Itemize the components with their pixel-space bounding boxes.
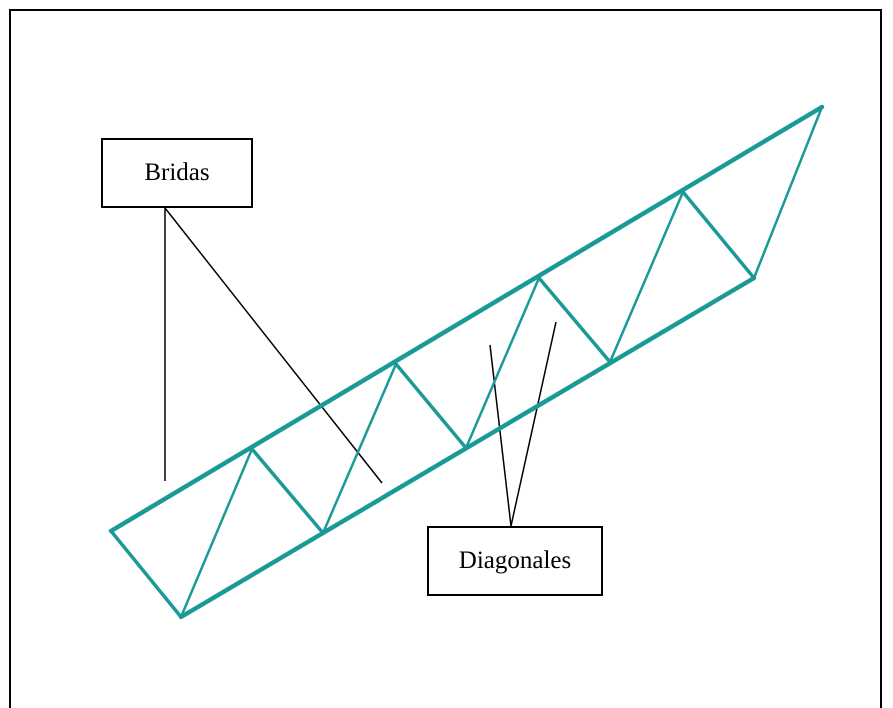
diagonal-2 <box>321 362 398 535</box>
diagonales-leaders <box>489 321 557 527</box>
diagonal-3 <box>464 276 541 450</box>
left-end-post <box>109 529 183 619</box>
post-4 <box>681 190 756 280</box>
diagonales-label-text: Diagonales <box>458 547 572 574</box>
bridas-label-text: Bridas <box>144 159 210 186</box>
diagonal-1 <box>179 447 254 619</box>
truss-posts <box>109 190 756 619</box>
diagonales-leader-left <box>489 344 512 527</box>
diagonal-5 <box>752 105 824 280</box>
bridas-leader-diagonal <box>164 207 383 484</box>
bridas-label: Bridas <box>101 138 253 208</box>
diagonales-label: Diagonales <box>427 526 603 596</box>
top-chord <box>108 104 825 534</box>
post-3 <box>537 276 612 364</box>
truss-diagonals <box>179 105 824 619</box>
post-2 <box>394 362 468 450</box>
bridas-leaders <box>164 207 383 484</box>
diagonal-4 <box>608 190 685 364</box>
post-1 <box>250 447 325 535</box>
diagonales-leader-right <box>510 321 557 527</box>
